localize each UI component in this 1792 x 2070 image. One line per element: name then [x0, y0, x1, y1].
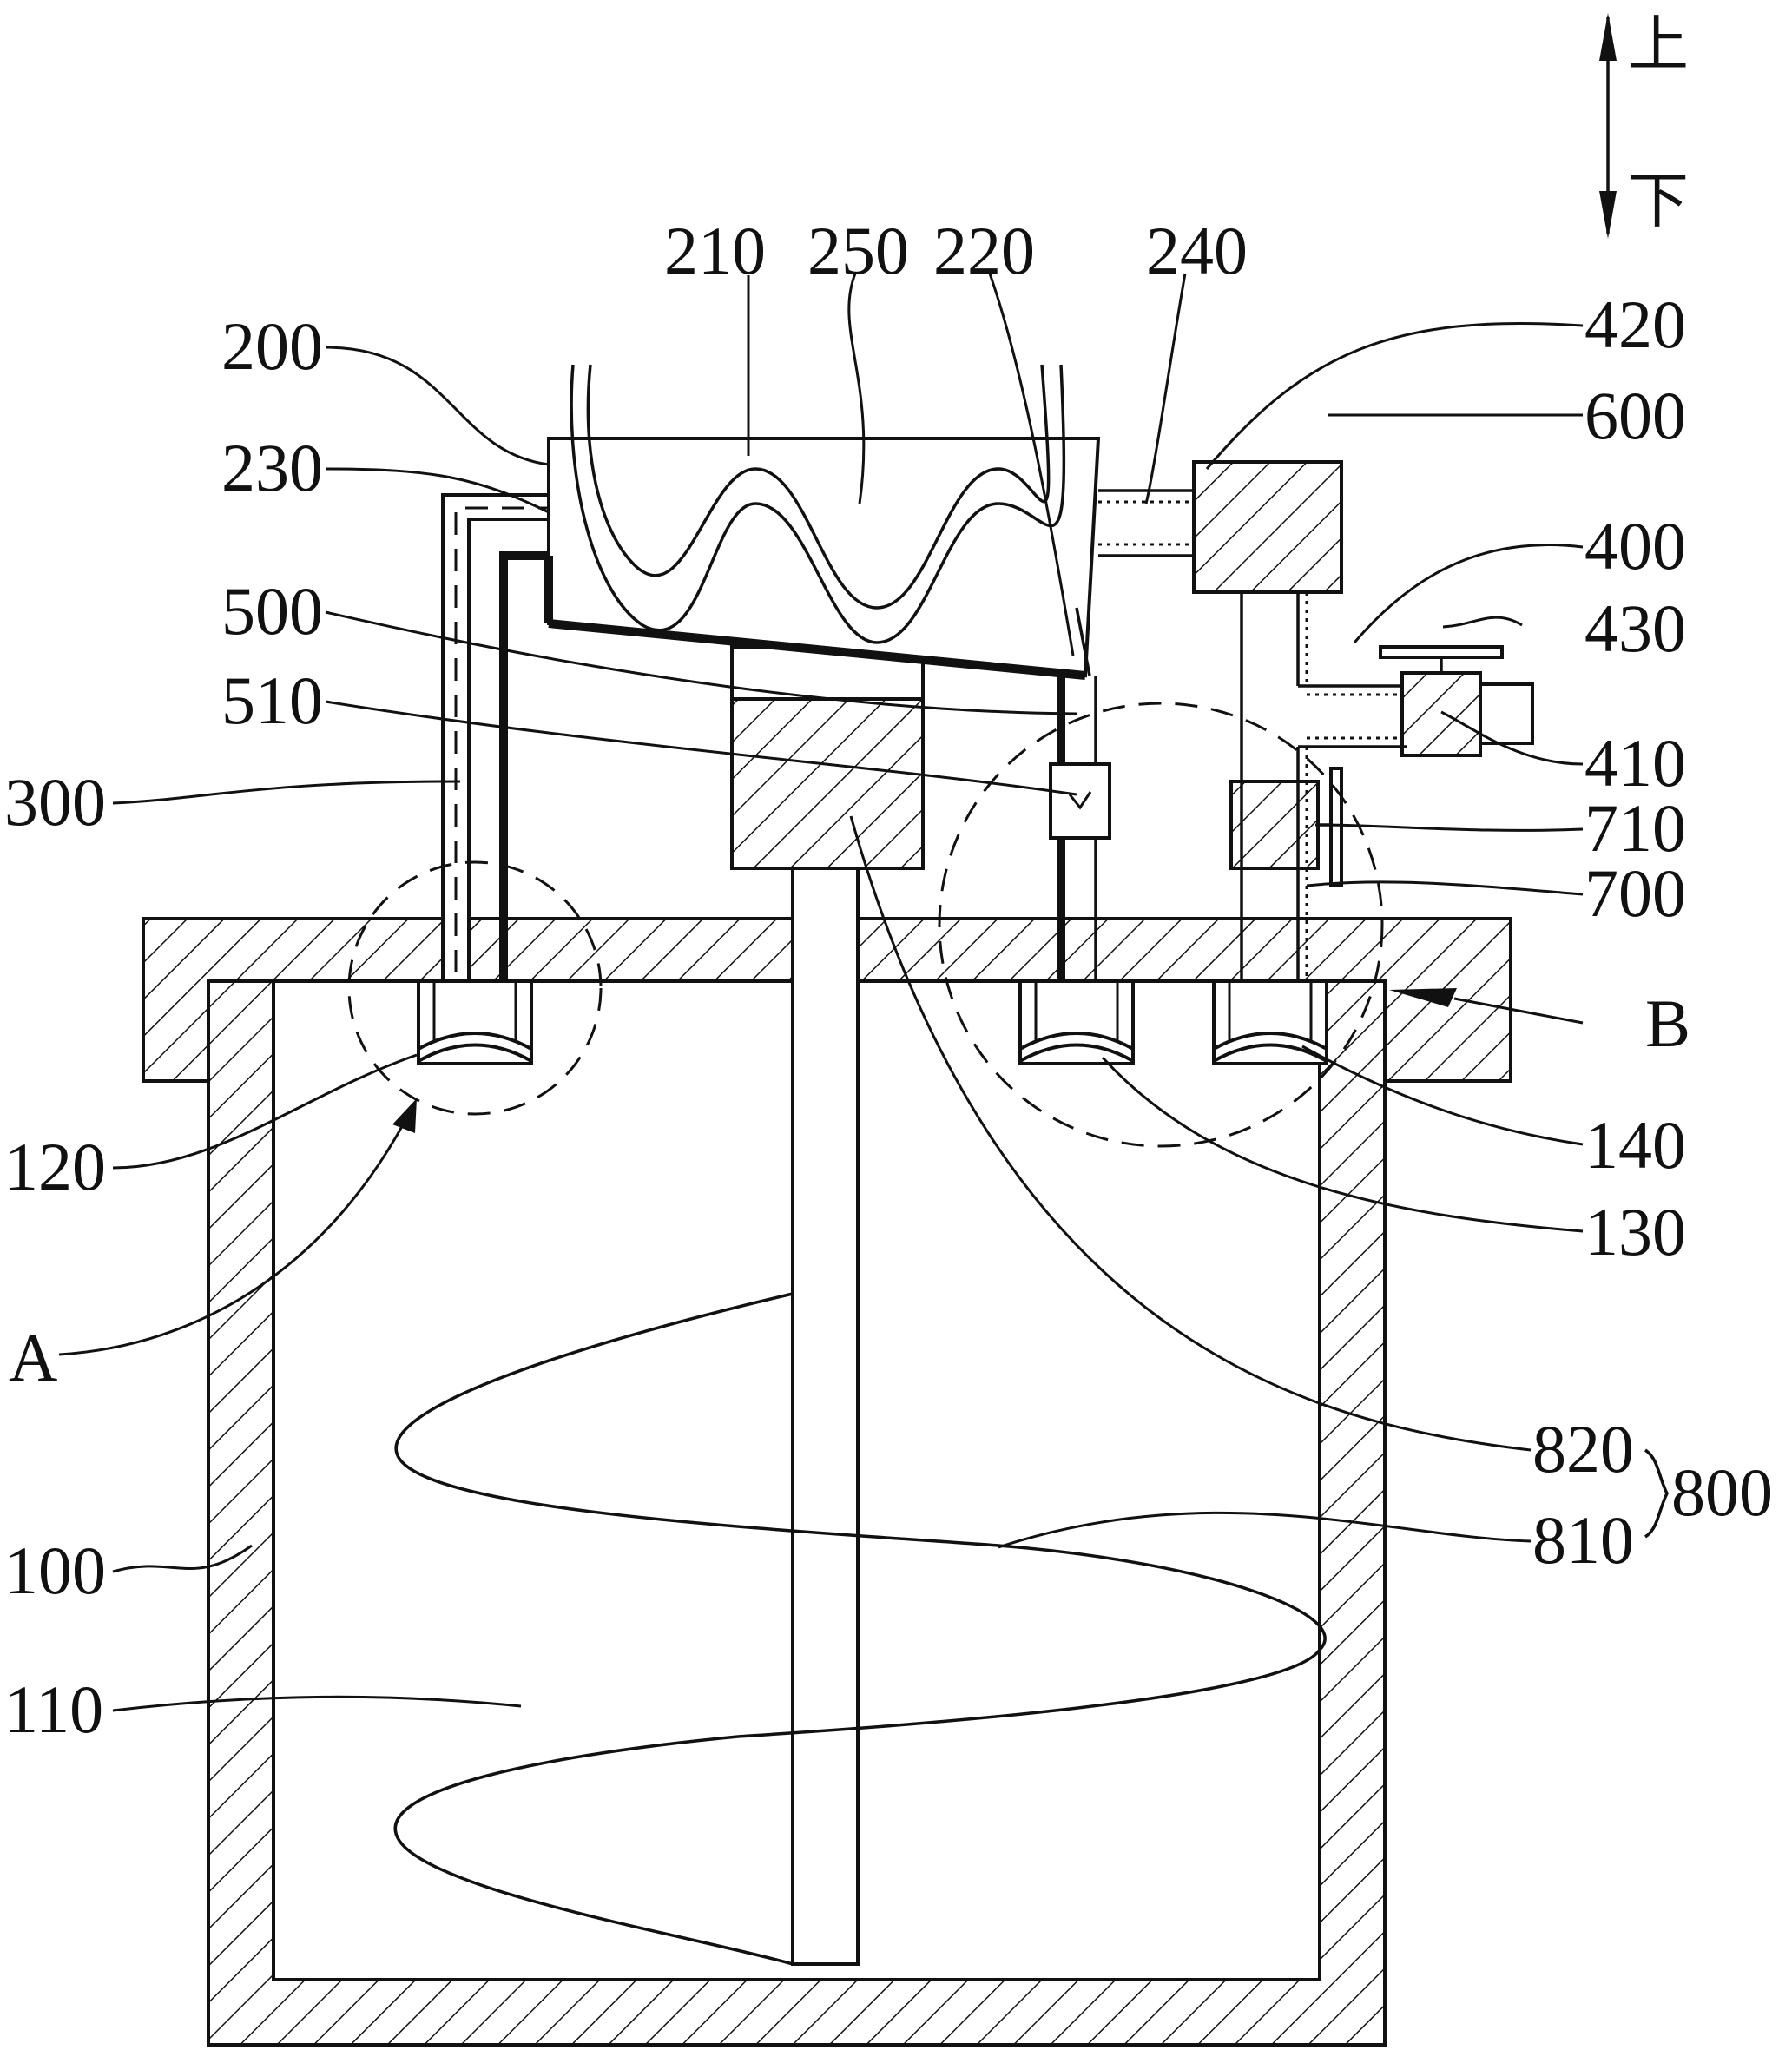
valve-710 — [1231, 768, 1341, 886]
label-410: 410 — [1584, 725, 1686, 801]
label-710: 710 — [1584, 790, 1686, 866]
label-110: 110 — [4, 1671, 103, 1747]
label-800: 800 — [1671, 1454, 1773, 1530]
shaft-810 — [793, 868, 858, 1964]
label-200: 200 — [221, 308, 323, 384]
nozzle-130 — [1020, 981, 1133, 1064]
sensor-510 — [1051, 764, 1110, 838]
stirrer-800 — [395, 868, 1325, 1964]
label-130: 130 — [1584, 1194, 1686, 1269]
label-420: 420 — [1584, 287, 1686, 362]
label-510: 510 — [221, 663, 323, 738]
label-220: 220 — [933, 213, 1035, 288]
heater-200 — [549, 365, 1098, 676]
label-400: 400 — [1584, 508, 1686, 583]
label-430: 430 — [1584, 590, 1686, 666]
label-100: 100 — [4, 1533, 106, 1608]
label-b: B — [1645, 986, 1690, 1061]
label-230: 230 — [221, 430, 323, 505]
label-250: 250 — [807, 213, 909, 288]
outlet-430 — [1480, 684, 1532, 743]
direction-arrow — [1599, 13, 1617, 239]
nozzle-120 — [418, 981, 531, 1064]
valve-410 — [1380, 647, 1532, 755]
label-a: A — [9, 1320, 57, 1395]
pipe-300 — [443, 495, 549, 981]
label-500: 500 — [221, 573, 323, 649]
label-210: 210 — [664, 213, 766, 288]
label-820: 820 — [1532, 1411, 1634, 1487]
label-120: 120 — [4, 1129, 106, 1204]
label-240: 240 — [1146, 213, 1248, 288]
label-810: 810 — [1532, 1502, 1634, 1578]
pump-600 — [1194, 462, 1341, 592]
label-300: 300 — [4, 764, 106, 840]
label-600: 600 — [1584, 378, 1686, 453]
spiral-blade-820 — [395, 1294, 1325, 1964]
label-up: 上 — [1628, 9, 1689, 80]
label-down: 下 — [1628, 165, 1689, 236]
label-140: 140 — [1584, 1107, 1686, 1183]
label-700: 700 — [1584, 855, 1686, 931]
